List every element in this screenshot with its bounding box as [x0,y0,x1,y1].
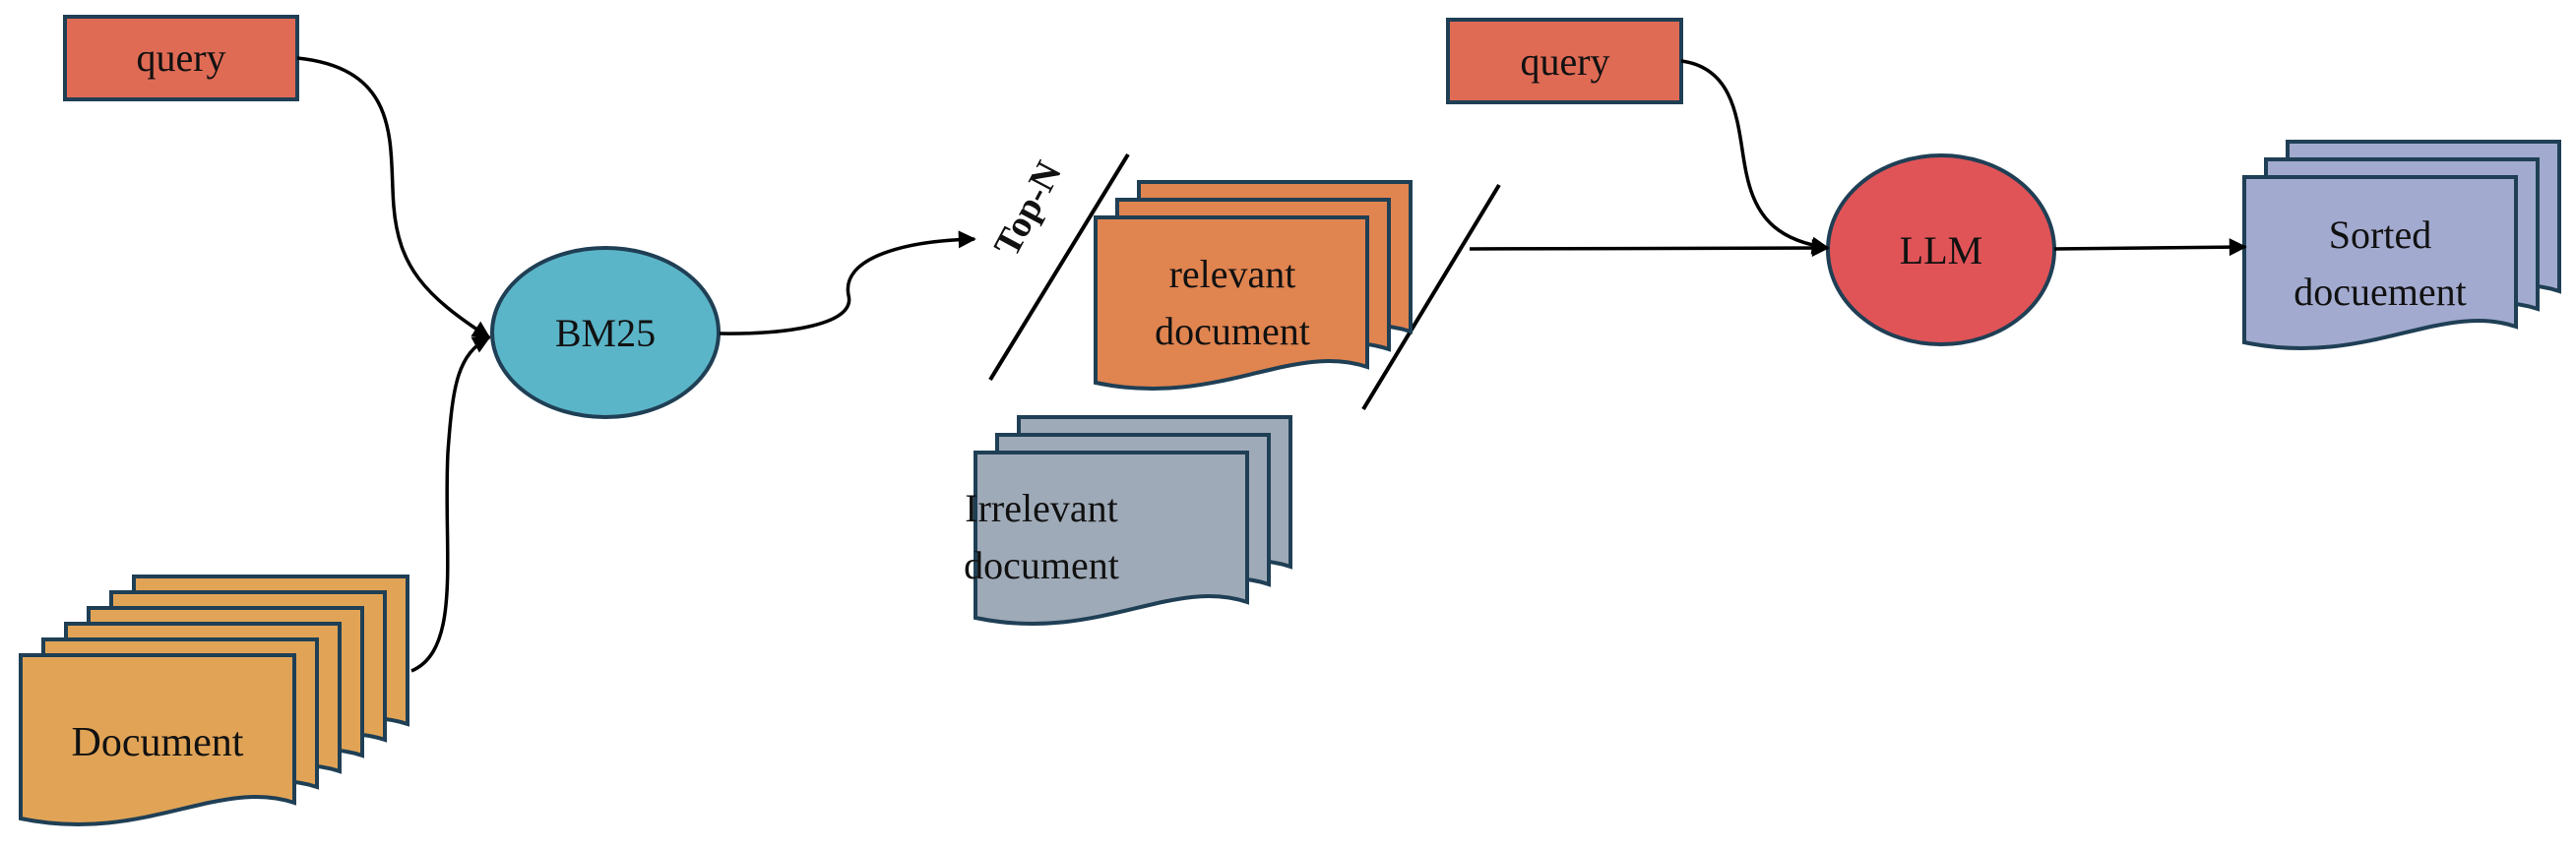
document-label: Document [72,720,244,765]
arrow-llm-to-sorted [2053,238,2247,257]
arrow-query-to-bm25 [296,56,491,339]
document-stack: Document [19,575,409,827]
document-stack-icon [1094,180,1413,392]
arrow-bm25-to-topn [719,230,976,335]
sorted-label-line2: docuement [2293,270,2467,314]
llm-node: LLM [1826,153,2056,346]
top-n-label: Top-N [986,154,1070,263]
connectors [296,56,2247,673]
relevant-label-line1: relevant [1169,252,1296,296]
query-left-label: query [136,35,225,80]
document-sheet [19,653,296,827]
bm25-node: BM25 [490,246,721,419]
sorted-label-line1: Sorted [2329,212,2431,257]
llm-label: LLM [1900,228,1982,273]
document-sheet [1094,215,1369,392]
document-sheet [2242,175,2518,351]
query-right-label: query [1520,39,1609,84]
document-stack-icon [2242,140,2561,351]
document-sheet [974,451,1249,627]
slash-left [988,152,1130,382]
query-box-right: query [1446,18,1683,104]
irrelevant-label-line2: document [964,543,1119,587]
arrow-topn-to-llm [1469,239,1830,258]
document-stack-icon [19,575,409,827]
sorted-document-stack: Sorted docuement [2242,140,2561,351]
arrow-document-to-bm25 [410,335,491,673]
relevant-label-line2: document [1155,309,1310,353]
document-stack-icon [974,415,1292,627]
arrow-query-to-llm [1680,59,1830,255]
relevant-document-stack: relevant document [1094,180,1413,392]
slash-right [1361,183,1501,411]
query-box-left: query [63,15,299,101]
irrelevant-label-line1: Irrelevant [965,486,1117,530]
bm25-label: BM25 [555,311,656,355]
irrelevant-document-stack: Irrelevant document [964,415,1292,627]
